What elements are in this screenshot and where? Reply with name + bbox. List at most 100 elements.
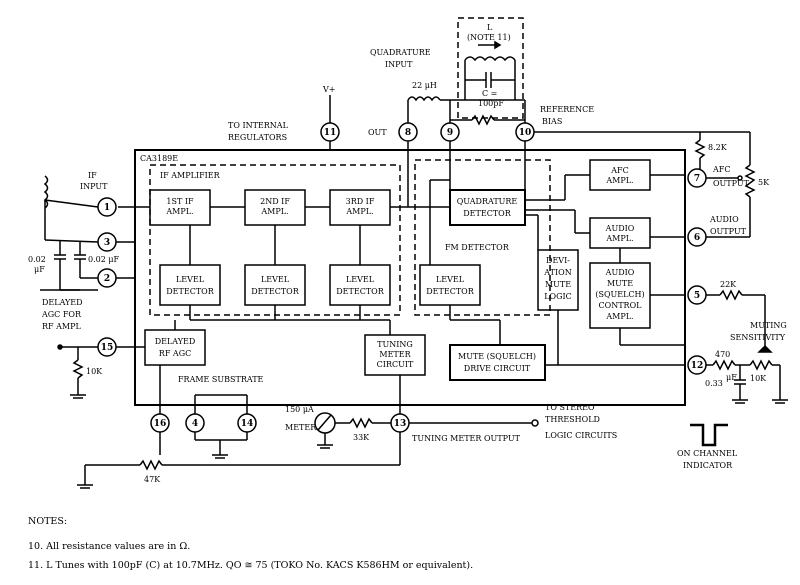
r-10k-pot-label: 10K [750, 374, 767, 383]
pin-14-label: 14 [241, 419, 254, 429]
chip-label: CA3189E [140, 154, 178, 163]
afc-output-label-1: AFC [712, 165, 730, 174]
deviation-mute-label-2: ATION [543, 268, 571, 277]
if-amp-3-label-1: 3RD IF [346, 197, 375, 206]
mute-drive-label-2: DRIVE CIRCUIT [464, 364, 531, 373]
afc-ampl-label-1: AFC [610, 166, 628, 175]
audio-mute-label-4: CONTROL [599, 301, 643, 310]
pin-13-label: 13 [394, 419, 407, 429]
quad-detector-block [449, 189, 526, 226]
cap-033-label-2: μF [726, 373, 737, 382]
delayed-rf-agc-block [144, 329, 206, 366]
meter-label-1: 150 μA [285, 405, 314, 414]
tuning-meter-block [364, 334, 426, 376]
fm-detector-region [414, 159, 551, 316]
r-8k2-label: 8.2K [708, 143, 728, 152]
mute-drive-block [449, 344, 546, 381]
l-note-label-2: (NOTE 11) [467, 33, 511, 42]
note11-region [457, 17, 524, 119]
reference-bias-label-2: BIAS [542, 117, 562, 126]
audio-mute-label-1: AUDIO [605, 268, 635, 277]
meter-label-2: METER [285, 423, 317, 432]
audio-ampl-label-1: AUDIO [605, 224, 635, 233]
on-channel-label-1: ON CHANNEL [677, 449, 738, 458]
cap-002a-label-2: μF [34, 265, 45, 274]
if-amp-3-label-2: AMPL. [345, 207, 373, 216]
c-value-label-2: 100pF [478, 99, 504, 108]
if-amp-1-label-1: 1ST IF [166, 197, 194, 206]
audio-mute-label-2: MUTE [607, 279, 633, 288]
quadrature-input-label-1: QUADRATURE [370, 48, 431, 57]
audio-output-label-1: AUDIO [709, 215, 739, 224]
level-det-3-label-1: LEVEL [346, 275, 375, 284]
r-22k-label: 22K [720, 280, 737, 289]
afc-output-label-2: OUTPUT [713, 179, 750, 188]
v-plus-label: V+ [322, 85, 335, 94]
reference-bias-label-1: REFERENCE [540, 105, 594, 114]
level-det-3-label-2: DETECTOR [336, 287, 384, 296]
if-input-label-1: IF [88, 171, 97, 180]
pin-2-label: 2 [104, 274, 110, 284]
audio-output-label-2: OUTPUT [710, 227, 747, 236]
tuning-meter-label-1: TUNING [377, 340, 413, 349]
deviation-mute-label-3: MUTE [545, 280, 571, 289]
level-det-4-block [419, 264, 481, 306]
delayed-agc-label-2: AGC FOR [41, 310, 82, 319]
deviation-mute-label-4: LOGIC [544, 292, 572, 301]
fm-detector-label: FM DETECTOR [445, 243, 510, 252]
pin-1-label: 1 [104, 203, 110, 213]
level-det-1-block [159, 264, 221, 306]
l-note-label-1: L [487, 23, 493, 32]
to-stereo-label-1: TO STEREO [545, 403, 595, 412]
notes-heading: NOTES: [28, 516, 68, 527]
frame-substrate-label: FRAME SUBSTRATE [178, 375, 264, 384]
level-det-4-label-2: DETECTOR [426, 287, 474, 296]
level-det-4-label-1: LEVEL [436, 275, 465, 284]
r-470-label: 470 [715, 350, 730, 359]
audio-mute-label-3: (SQUELCH) [595, 290, 644, 299]
level-det-1-label-2: DETECTOR [166, 287, 214, 296]
level-det-2-label-2: DETECTOR [251, 287, 299, 296]
pin-5-label: 5 [694, 291, 700, 301]
out-label: OUT [368, 128, 387, 137]
level-det-3-block [329, 264, 391, 306]
cap-033-label-1: 0.33 [705, 379, 723, 388]
muting-sensitivity-label-2: SENSITIVITY [730, 333, 786, 342]
audio-ampl-block [589, 217, 651, 249]
if-amp-2-label-1: 2ND IF [260, 197, 290, 206]
mute-drive-label-1: MUTE (SQUELCH) [458, 352, 536, 361]
quad-detector-label-1: QUADRATURE [457, 197, 518, 206]
to-internal-label-1: TO INTERNAL [228, 121, 289, 130]
r-33k-label: 33K [353, 433, 370, 442]
tuning-meter-label-2: METER [379, 350, 411, 359]
r-5k-label: 5K [758, 178, 770, 187]
if-input-label-2: INPUT [80, 182, 108, 191]
tuning-meter-label-3: CIRCUIT [377, 360, 414, 369]
note-11: 11. L Tunes with 100pF (C) at 10.7MHz. Q… [28, 560, 474, 571]
delayed-rf-agc-label-2: RF AGC [159, 349, 191, 358]
r-47k-label: 47K [144, 475, 161, 484]
afc-ampl-block [589, 159, 651, 191]
pin-11-label: 11 [324, 128, 337, 138]
c-value-label-1: C = [482, 89, 497, 98]
quadrature-input-label-2: INPUT [385, 60, 413, 69]
cap-002b-label: 0.02 μF [88, 255, 120, 264]
pin-7-label: 7 [694, 174, 700, 184]
level-det-2-block [244, 264, 306, 306]
note-10: 10. All resistance values are in Ω. [28, 541, 191, 552]
to-stereo-label-3: LOGIC CIRCUITS [545, 431, 617, 440]
r-10k-agc-label: 10K [86, 367, 103, 376]
tuning-meter-output-label: TUNING METER OUTPUT [412, 434, 521, 443]
pin-6-label: 6 [694, 233, 700, 243]
delayed-rf-agc-label-1: DELAYED [155, 337, 196, 346]
level-det-2-label-1: LEVEL [261, 275, 290, 284]
pin-10-label: 10 [519, 128, 532, 138]
if-amp-1-label-2: AMPL. [165, 207, 193, 216]
delayed-agc-label-3: RF AMPL [42, 322, 81, 331]
deviation-mute-label-1: DEVI- [546, 256, 570, 265]
pin-16-label: 16 [154, 419, 167, 429]
muting-sensitivity-label-1: MUTING [750, 321, 787, 330]
pin-12-label: 12 [691, 361, 704, 371]
delayed-agc-label-1: DELAYED [42, 298, 83, 307]
quad-detector-label-2: DETECTOR [463, 209, 511, 218]
